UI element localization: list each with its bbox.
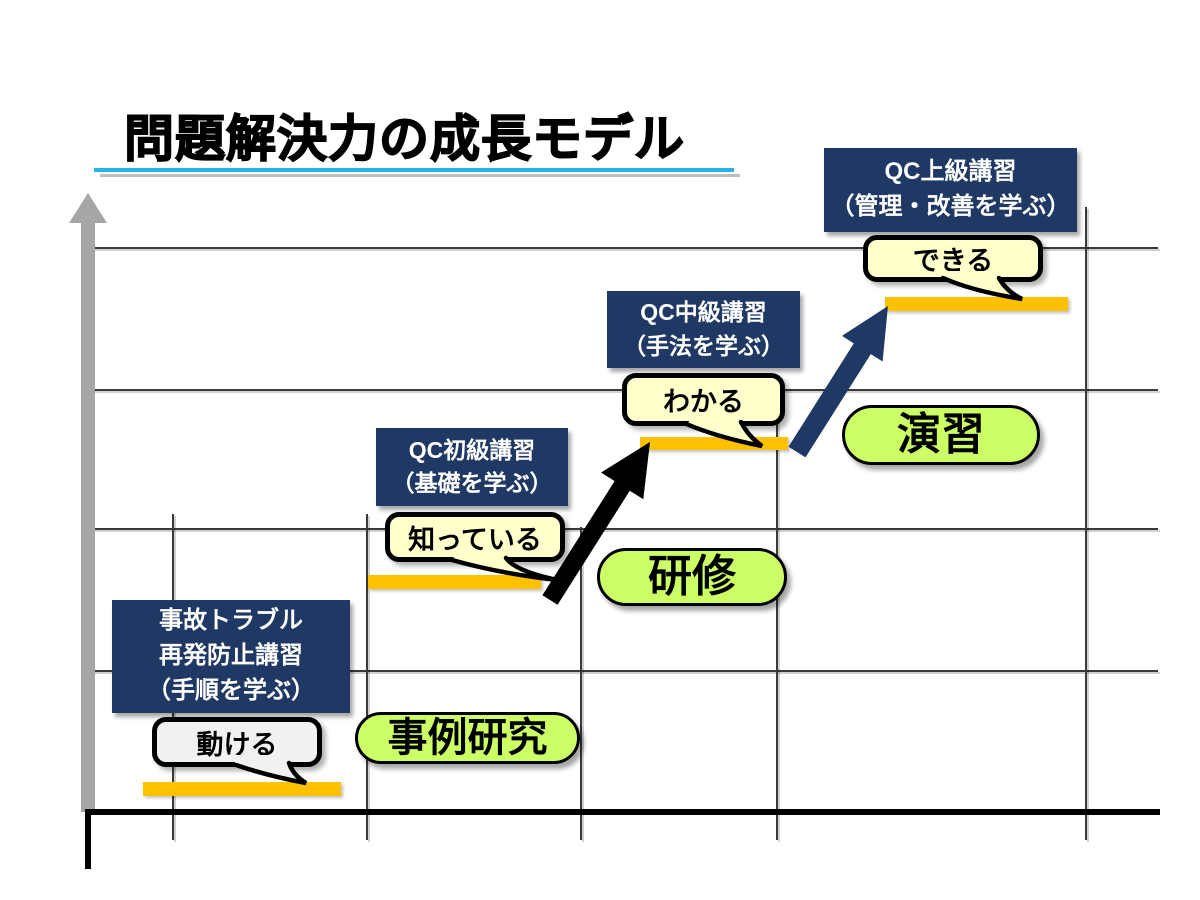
step-bar-4 — [885, 297, 1068, 311]
course-box-1-line-1: 事故トラブル — [159, 607, 303, 635]
gridline-horizontal-3 — [88, 528, 1158, 530]
course-box-2-line-1: QC初級講習 — [408, 436, 536, 463]
skill-bubble-1-label: 動ける — [196, 729, 278, 760]
method-pill-1-label: 事例研究 — [387, 716, 548, 760]
skill-bubble-4-label: できる — [912, 246, 994, 276]
axis-corner-tick — [85, 809, 91, 869]
y-axis-arrow-icon — [69, 193, 107, 812]
method-pill-case-study: 事例研究 — [355, 712, 580, 764]
step-bar-3 — [640, 437, 788, 450]
course-box-qc-beginner: QC初級講習 （基礎を学ぶ） — [376, 428, 568, 506]
skill-bubble-can-move: 動ける — [152, 717, 322, 767]
method-pill-training: 研修 — [597, 548, 787, 606]
x-axis-line — [85, 809, 1160, 815]
gridline-vertical-5 — [1085, 207, 1087, 840]
gridline-vertical-2 — [366, 514, 368, 840]
course-box-4-line-2: （管理・改善を学ぶ） — [830, 193, 1071, 220]
step-bar-2 — [368, 575, 541, 589]
course-box-4-line-1: QC上級講習 — [884, 158, 1017, 186]
course-box-3-line-1: QC中級講習 — [640, 299, 767, 326]
course-box-qc-intermediate: QC中級講習 （手法を学ぶ） — [607, 291, 800, 368]
course-box-1-line-2: 再発防止講習 — [159, 642, 303, 670]
course-box-3-line-2: （手法を学ぶ） — [623, 332, 784, 359]
method-pill-2-label: 研修 — [648, 552, 736, 601]
title-underline-shadow — [100, 174, 740, 177]
course-box-accident-prevention: 事故トラブル 再発防止講習 （手順を学ぶ） — [112, 600, 350, 713]
skill-bubble-knows: 知っている — [385, 512, 565, 562]
gridline-vertical-3 — [580, 527, 582, 840]
skill-bubble-understands: わかる — [622, 373, 785, 426]
gridline-horizontal-4 — [88, 670, 1158, 672]
course-box-qc-advanced: QC上級講習 （管理・改善を学ぶ） — [824, 148, 1077, 232]
title-underline — [94, 168, 734, 172]
gridline-vertical-4 — [776, 390, 778, 840]
page-title: 問題解決力の成長モデル — [123, 110, 685, 168]
skill-bubble-2-label: 知っている — [408, 524, 542, 555]
skill-bubble-3-label: わかる — [663, 387, 744, 417]
course-box-2-line-2: （基礎を学ぶ） — [391, 470, 553, 496]
method-pill-exercise: 演習 — [842, 405, 1040, 465]
skill-bubble-can-do: できる — [863, 235, 1043, 282]
course-box-1-line-3: （手順を学ぶ） — [147, 676, 315, 704]
gridline-horizontal-1 — [88, 247, 1158, 249]
step-bar-1 — [143, 782, 341, 796]
method-pill-3-label: 演習 — [897, 410, 985, 459]
